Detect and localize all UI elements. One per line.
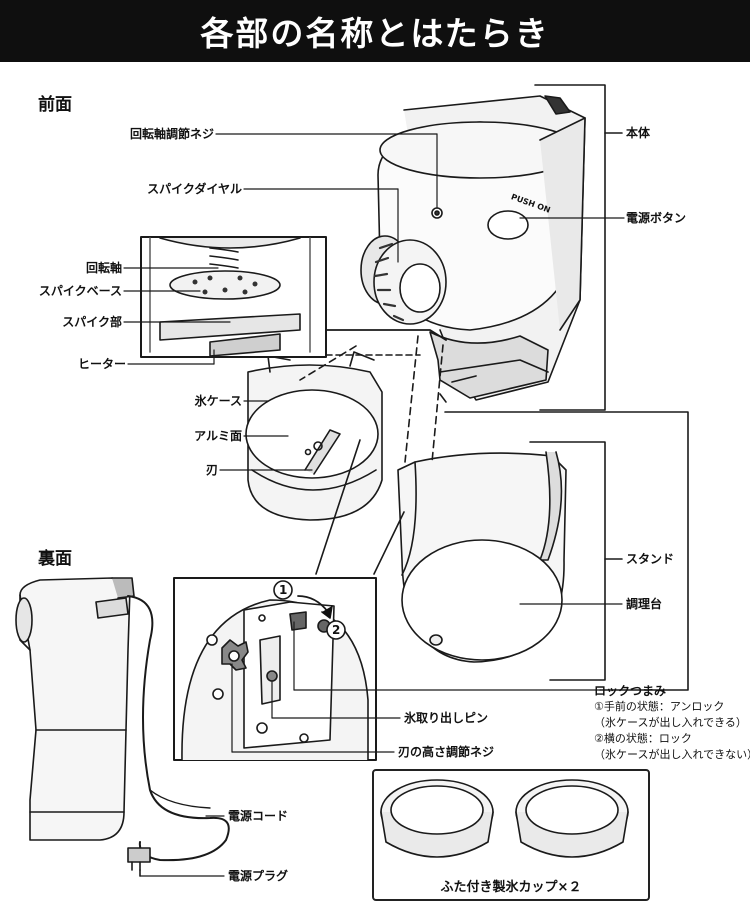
label-rotation-adjust-screw: 回転軸調節ネジ (129, 127, 214, 141)
label-main-body: 本体 (626, 126, 651, 140)
ice-case-illustration (245, 351, 383, 521)
front-section-title: 前面 (38, 95, 72, 115)
label-power-cord: 電源コード (228, 809, 289, 823)
label-power-button: 電源ボタン (626, 211, 687, 225)
stand-bracket (529, 441, 606, 681)
leader-lines (123, 133, 625, 605)
main-body-bracket (534, 84, 606, 411)
lock-note-4: （氷ケースが出し入れできない） (594, 748, 750, 761)
cups-illustration (380, 779, 629, 858)
label-heater: ヒーター (77, 357, 126, 371)
lock-note-3: ②横の状態：ロック (594, 732, 692, 745)
label-blade: 刃 (205, 463, 218, 477)
label-spike-part: スパイク部 (62, 315, 122, 329)
lock-note-1: ①手前の状態：アンロック (594, 700, 725, 713)
label-power-plug: 電源プラグ (228, 869, 289, 883)
label-ice-removal-pin: 氷取り出しピン (404, 711, 489, 725)
label-stand: スタンド (626, 552, 675, 566)
label-rotation-shaft: 回転軸 (85, 261, 122, 275)
marker-1: 1 (279, 583, 288, 597)
label-lock-knob: ロックつまみ (594, 684, 667, 698)
lock-detail-inset (173, 577, 377, 761)
cups-caption: ふた付き製氷カップ×２ (440, 880, 582, 895)
label-blade-height-screw: 刃の高さ調節ネジ (398, 745, 495, 759)
main-body-illustration (360, 95, 586, 403)
label-prep-table: 調理台 (626, 597, 663, 611)
title-banner: 各部の名称とはたらき (0, 0, 750, 62)
spike-detail-inset (140, 236, 327, 358)
page-title: 各部の名称とはたらき (200, 14, 550, 53)
stand-illustration (397, 451, 567, 663)
marker-2: 2 (332, 623, 341, 637)
back-view-illustration (15, 577, 230, 871)
label-ice-case: 氷ケース (194, 394, 242, 408)
back-section-title: 裏面 (38, 549, 72, 569)
lock-note-2: （氷ケースが出し入れできる） (594, 716, 747, 729)
label-spike-dial: スパイクダイヤル (147, 182, 242, 196)
label-aluminum-surface: アルミ面 (194, 429, 242, 443)
cups-box: ふた付き製氷カップ×２ (372, 769, 650, 901)
label-spike-base: スパイクベース (38, 284, 122, 298)
